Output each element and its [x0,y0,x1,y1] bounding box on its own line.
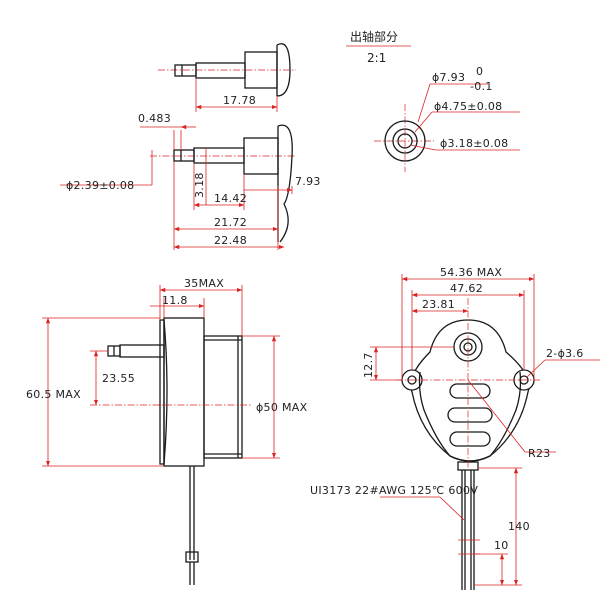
leader-r23 [467,379,526,453]
shaft-detail-top: 17.78 [158,43,296,112]
leader-2phi3.6 [526,359,546,378]
wire-label: UI3173 22#AWG 125℃ 600V [310,484,478,497]
front-slot-2 [447,407,493,423]
side-gearbox [163,317,205,467]
dim-3.18: 3.18 [193,172,206,198]
dim-54.36max: 54.36 MAX [440,266,502,279]
shaft-detail-side: 0.483 ϕ2.39±0.08 3.18 14.42 7.93 21.72 2… [60,112,321,250]
dim-phi2.39: ϕ2.39±0.08 [66,179,134,192]
shaft-end-view: ϕ7.93 0 -0.1 ϕ4.75±0.08 ϕ3.18±0.08 [374,65,520,172]
dim-12.7: 12.7 [362,352,375,378]
dim-11.8: 11.8 [162,294,188,307]
dim-23.55: 23.55 [102,372,135,385]
side-flange-curve [163,319,168,465]
dim-17.78: 17.78 [223,94,256,107]
shaft-side-tip [173,149,195,162]
dim-phi50max: ϕ50 MAX [256,401,308,414]
dim-7.93: 7.93 [295,175,321,188]
shaft-side-flange [277,124,293,243]
shaft-side-shaft [193,147,245,164]
dim-phi3.18: ϕ3.18±0.08 [440,137,508,150]
front-slot-1 [449,383,491,399]
dim-140: 140 [508,520,530,533]
dim-22.48: 22.48 [214,234,247,247]
dim-21.72: 21.72 [214,216,247,229]
side-wire-sleeve [185,551,199,563]
leader-wire-label-diag [439,496,465,521]
dim-phi4.75: ϕ4.75±0.08 [434,100,502,113]
end-mid-circle [392,128,418,154]
dim-tol-upper: 0 [476,65,483,78]
end-inner-circle [397,133,413,149]
detail-title: 出轴部分 [350,29,398,44]
dim-14.42: 14.42 [214,192,247,205]
dim-10: 10 [494,539,509,552]
leader-phi4.75 [414,111,433,133]
side-shaft [119,344,165,358]
dim-tol-lower: -0.1 [470,80,493,93]
dim-2phi3.6: 2-ϕ3.6 [546,347,584,360]
detail-title-block: 出轴部分 2:1 [346,29,411,65]
dim-0.483: 0.483 [138,112,171,125]
front-slot-3 [449,431,491,447]
leader-phi3.18 [409,144,437,151]
shaft-top-shaft [195,62,246,79]
dim-47.62: 47.62 [450,282,483,295]
dim-r23: R23 [528,447,551,460]
dim-phi7.93: ϕ7.93 [432,71,465,84]
front-body-edge [418,371,522,462]
dim-23.81: 23.81 [422,298,455,311]
shaft-top-tip [174,64,197,77]
dim-35max: 35MAX [184,277,224,290]
front-body [410,319,530,462]
dim-60.5max: 60.5 MAX [26,388,81,401]
shaft-top-flange [276,43,291,97]
side-motor-body [203,335,243,459]
motor-front-view: 54.36 MAX 47.62 23.81 12.7 2-ϕ3.6 R23 UI… [310,266,600,590]
motor-side-view: 35MAX 11.8 60.5 MAX 23.55 ϕ50 MAX [26,277,308,585]
detail-scale: 2:1 [367,51,386,65]
leader-phi7.93 [417,83,431,123]
end-outer-circle [384,120,426,162]
